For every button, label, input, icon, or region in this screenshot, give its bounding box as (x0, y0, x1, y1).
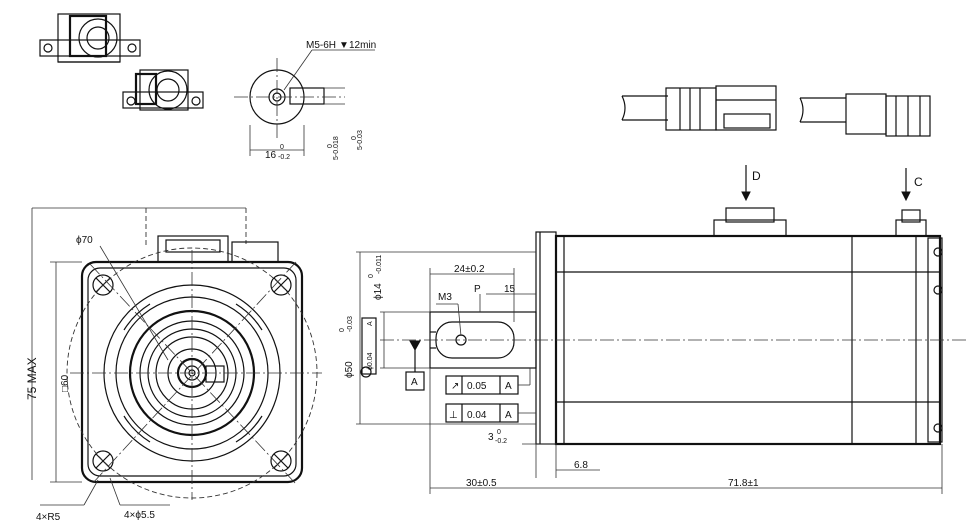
shaft-tol-lower: -0.011 (376, 255, 383, 274)
runout-value: 0.05 (467, 381, 487, 392)
flange-thk-upper: 0 (497, 429, 501, 436)
square-size-label: □60 (60, 374, 71, 392)
mount-hole-tr (270, 274, 292, 296)
key-width-label: 16 (265, 150, 277, 161)
mount-hole-tl (92, 274, 114, 296)
key-offset-label: 15 (504, 284, 516, 295)
view-arrows: D C (741, 165, 923, 202)
perp-datum: A (505, 410, 512, 421)
key-tol-a-upper: 0 (327, 144, 334, 148)
key-tol-b-upper: 0 (351, 136, 358, 140)
datum-a-label: A (411, 377, 418, 388)
tap-label: M3 (438, 292, 452, 303)
connector-view-2 (122, 69, 204, 111)
concentricity-label: ϕ0.04 (367, 352, 374, 370)
body-length-label: 71.8±1 (728, 478, 759, 489)
key-tol-a-label: 5-0.018 (333, 136, 340, 160)
key-width-tol-lower: -0.2 (278, 154, 290, 161)
cable-connector-views (621, 85, 931, 137)
shaft-section-view: M5-6H ▼ 12min 16 0 -0.2 5-0.018 0 5-0.03… (234, 40, 376, 161)
cable-connector-right (799, 93, 931, 137)
side-view: ϕ50 0 -0.03 ϕ14 0 -0.011 ϕ0.04 A A 24±0.… (339, 207, 966, 494)
pilot-tol-lower: -0.03 (347, 316, 354, 332)
key-tol-b-label: 5-0.03 (357, 130, 364, 150)
mount-hole-br (270, 450, 292, 472)
perp-value: 0.04 (467, 410, 487, 421)
section-p-label: P (474, 284, 481, 295)
flange-step-label: 6.8 (574, 460, 588, 471)
key-width-tol-upper: 0 (280, 144, 284, 151)
corner-radius-label: 4×R5 (36, 512, 61, 523)
max-height-label: 75 MAX (25, 357, 39, 400)
pilot-tol-upper: 0 (339, 328, 346, 332)
flange-thk-lower: -0.2 (495, 438, 507, 445)
key-length-label: 24±0.2 (454, 264, 485, 275)
shaft-length-label: 30±0.5 (466, 478, 497, 489)
perp-symbol: ⊥ (449, 410, 458, 421)
shaft-tol-upper: 0 (368, 274, 375, 278)
front-view: ϕ70 4×R5 4×ϕ5.5 75 MAX □60 (25, 207, 322, 523)
thread-note-label: M5-6H (306, 40, 336, 51)
runout-datum: A (505, 381, 512, 392)
pilot-dia-label: ϕ50 (344, 361, 355, 378)
pcd-label: ϕ70 (76, 235, 93, 246)
thread-depth-label: 12min (349, 40, 376, 51)
cable-connector-left (621, 85, 777, 131)
connector-views (39, 13, 204, 111)
flange-thk-label: 3 (488, 432, 494, 443)
connector-view-1 (39, 13, 141, 63)
runout-symbol: ↗ (451, 381, 459, 392)
mount-holes-label: 4×ϕ5.5 (124, 510, 155, 521)
thread-depth-symbol: ▼ (339, 40, 349, 51)
concentricity-datum: A (367, 321, 374, 326)
view-d-label: D (752, 169, 761, 183)
view-c-label: C (914, 175, 923, 189)
shaft-dia-label: ϕ14 (373, 283, 384, 300)
